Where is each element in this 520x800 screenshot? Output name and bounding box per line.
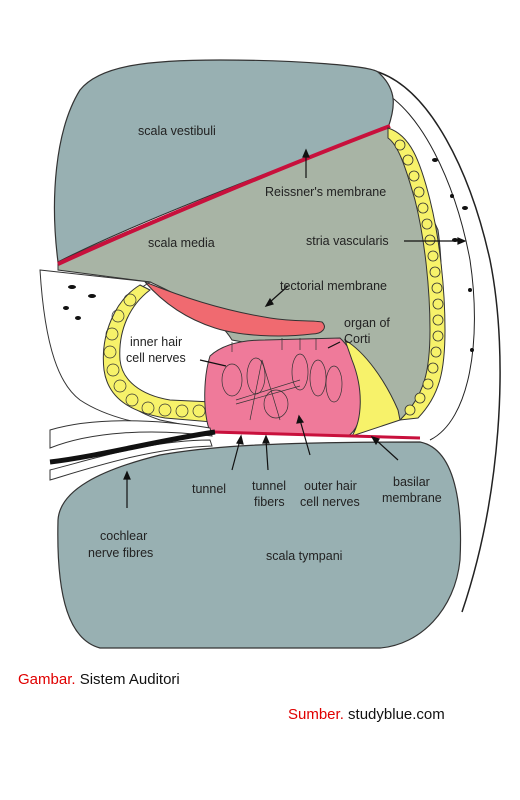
inner-bone-wall — [379, 89, 475, 441]
reissners-membrane — [57, 124, 391, 266]
label-organ-of-corti-line1: organ of — [344, 316, 390, 330]
label-tectorial-membrane: tectorial membrane — [280, 279, 387, 293]
label-outer-hair-line1: outer hair — [304, 479, 357, 493]
caption-sumber-text: studyblue.com — [348, 706, 445, 723]
source-caption: Sumber. studyblue.com — [288, 706, 445, 723]
label-scala-vestibuli: scala vestibuli — [138, 124, 216, 138]
label-scala-media: scala media — [148, 236, 215, 250]
label-organ-of-corti-line2: Corti — [344, 332, 370, 346]
hensen-cells — [344, 338, 401, 437]
label-basilar-line2: membrane — [382, 491, 442, 505]
basilar-membrane — [211, 430, 421, 440]
osseous-spiral-lamina-lower — [49, 439, 213, 481]
figure-caption: Gambar. Sistem Auditori — [18, 671, 180, 688]
label-basilar-line1: basilar — [393, 475, 430, 489]
label-tunnel-fibers-line1: tunnel — [252, 479, 286, 493]
organ-of-corti — [204, 337, 363, 437]
inner-sulcus-cell-outlines — [103, 293, 206, 418]
label-stria-vascularis: stria vascularis — [306, 234, 389, 248]
pointer-lines — [123, 148, 467, 508]
label-cochlear-line1: cochlear — [100, 529, 147, 543]
stria-cells — [394, 139, 444, 416]
label-cochlear-line2: nerve fibres — [88, 546, 153, 560]
tectorial-membrane — [144, 281, 325, 337]
outer-bone-wall — [377, 71, 501, 613]
label-tunnel-fibers-line2: fibers — [254, 495, 285, 509]
label-inner-hair-line2: cell nerves — [126, 351, 186, 365]
scala-tympani-region — [57, 441, 462, 649]
caption-gambar-label: Gambar. — [18, 671, 76, 688]
cochlea-cross-section-diagram: scala vestibuli Reissner's membrane scal… — [39, 59, 501, 649]
label-reissners-membrane: Reissner's membrane — [265, 185, 386, 199]
cochlear-nerve-fibres — [49, 429, 216, 465]
label-tunnel: tunnel — [192, 482, 226, 496]
caption-sumber-label: Sumber. — [288, 706, 344, 723]
osseous-spiral-lamina-upper — [49, 420, 213, 449]
label-outer-hair-line2: cell nerves — [300, 495, 360, 509]
label-scala-tympani: scala tympani — [266, 549, 342, 563]
label-inner-hair-line1: inner hair — [130, 335, 182, 349]
corti-cell-outlines — [221, 338, 343, 421]
caption-gambar-text: Sistem Auditori — [79, 671, 180, 688]
